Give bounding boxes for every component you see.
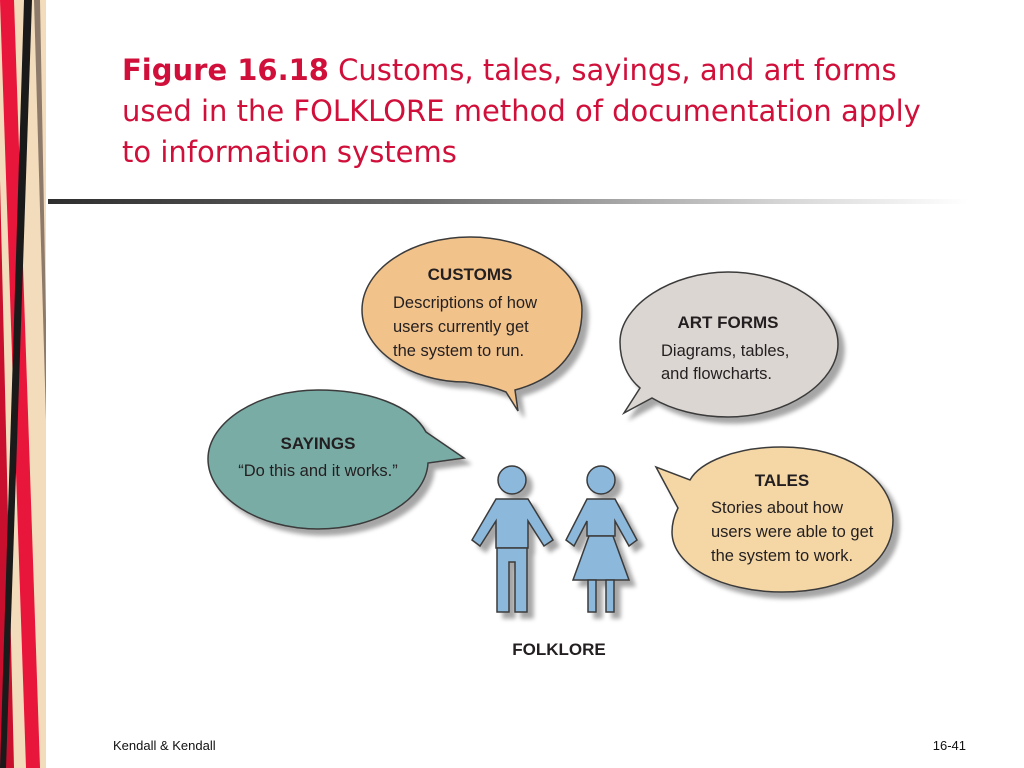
customs-line-1: Descriptions of how [393,294,537,312]
customs-line-2: users currently get [393,318,529,336]
caption-line-1: Customs, tales, sayings, and art forms [328,53,897,87]
tales-bubble [654,446,894,593]
footer-author: Kendall & Kendall [113,738,216,753]
sayings-heading: SAYINGS [281,434,356,453]
tales-heading: TALES [755,471,809,490]
art-forms-line-2: and flowcharts. [661,365,772,383]
customs-heading: CUSTOMS [428,265,513,284]
female-figure-icon [565,465,638,613]
title-divider [48,199,968,204]
art-forms-heading: ART FORMS [677,313,778,332]
caption-line-2: used in the FOLKLORE method of documenta… [122,94,921,128]
tales-line-3: the system to work. [711,547,853,565]
left-decorative-band [0,0,46,768]
tales-line-2: users were able to get [711,523,874,541]
figure-number: Figure 16.18 [122,53,329,87]
sayings-line-1: “Do this and it works.” [238,462,398,480]
male-figure-icon [471,465,555,613]
folklore-label: FOLKLORE [512,640,606,659]
slide-title: Figure 16.18 Customs, tales, sayings, an… [122,50,982,173]
art-forms-bubble [619,271,839,418]
caption-line-3: to information systems [122,135,457,169]
art-forms-line-1: Diagrams, tables, [661,342,789,360]
footer-page-number: 16-41 [932,738,966,753]
tales-line-1: Stories about how [711,499,843,517]
customs-line-3: the system to run. [393,342,524,360]
customs-bubble [361,236,583,412]
sayings-bubble [207,389,467,530]
